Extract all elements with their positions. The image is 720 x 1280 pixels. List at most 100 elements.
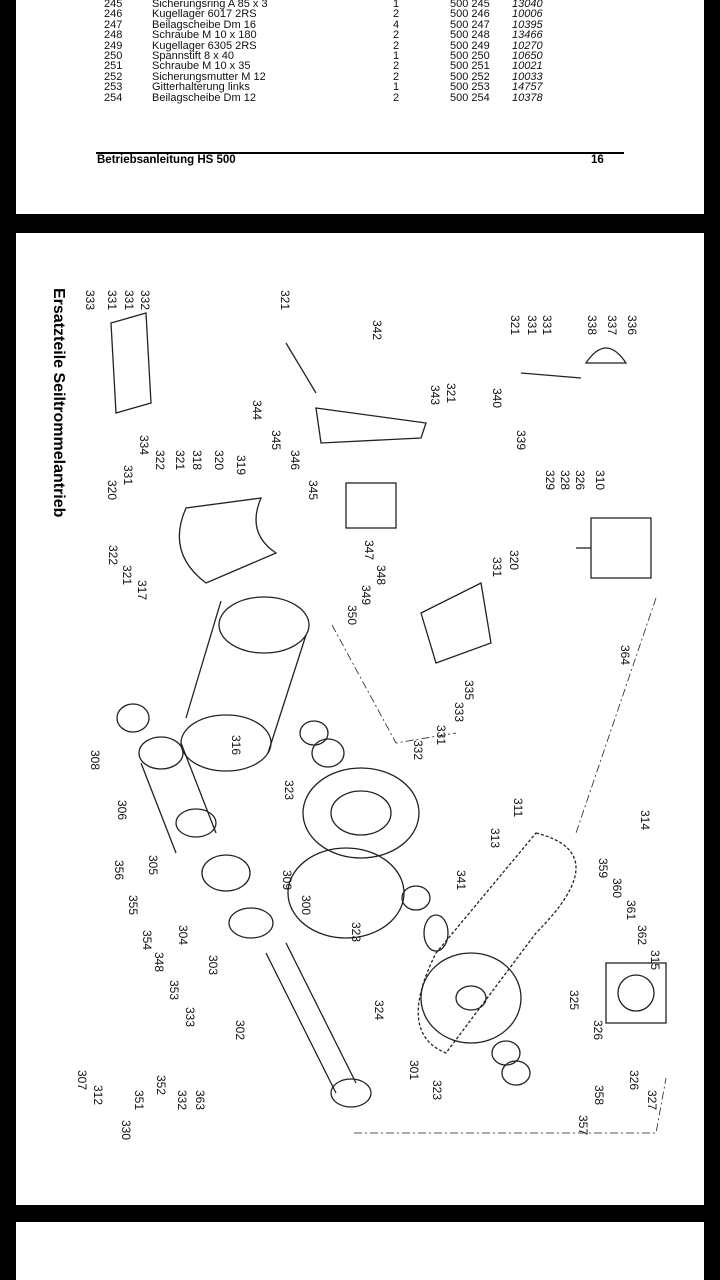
part-label: 331 — [122, 290, 136, 310]
cell-code: 13466 — [512, 29, 543, 42]
cell-qty: 2 — [393, 70, 400, 83]
footer-title: Betriebsanleitung HS 500 — [97, 154, 236, 166]
cell-code: 10006 — [512, 8, 543, 21]
cell-pos: 245 — [104, 0, 123, 10]
pdf-page-next — [16, 1222, 704, 1280]
part-label: 321 — [278, 290, 292, 310]
cell-code: 10650 — [512, 50, 543, 62]
part-label: 316 — [229, 735, 243, 755]
part-label: 345 — [306, 480, 320, 500]
part-label: 361 — [624, 900, 638, 920]
part-label: 310 — [593, 470, 607, 490]
part-label: 320 — [105, 480, 119, 500]
part-label: 339 — [514, 430, 528, 450]
part-label: 333 — [452, 702, 466, 722]
cell-name: Gitterhalterung links — [152, 81, 250, 94]
cell-qty: 1 — [393, 50, 400, 62]
cell-code: 10395 — [512, 18, 543, 31]
part-label: 346 — [288, 450, 302, 470]
part-label: 340 — [490, 388, 504, 408]
cell-pos: 251 — [104, 60, 123, 73]
cell-qty: 2 — [393, 91, 400, 104]
cell-art: 500 246 — [450, 8, 490, 21]
part-label: 338 — [585, 315, 599, 335]
part-label: 334 — [137, 435, 151, 455]
cell-qty: 4 — [393, 18, 400, 31]
cell-name: Schraube M 10 x 180 — [152, 29, 257, 42]
cell-qty: 1 — [393, 81, 400, 94]
part-label: 300 — [299, 895, 313, 915]
part-label: 327 — [645, 1090, 659, 1110]
part-label: 336 — [625, 315, 639, 335]
part-label: 303 — [206, 955, 220, 975]
part-label: 351 — [132, 1090, 146, 1110]
part-label: 347 — [362, 540, 376, 560]
page-title: Ersatzteile Seiltrommelantrieb — [50, 288, 67, 518]
part-label: 323 — [282, 780, 296, 800]
part-label: 349 — [359, 585, 373, 605]
part-label: 309 — [280, 870, 294, 890]
sprocket — [420, 952, 522, 1044]
part-label: 305 — [146, 855, 160, 875]
cell-art: 500 251 — [450, 60, 490, 73]
part-label: 319 — [234, 455, 248, 475]
part-label: 350 — [345, 605, 359, 625]
part-label: 321 — [120, 565, 134, 585]
cell-art: 500 245 — [450, 0, 490, 10]
cell-art: 500 249 — [450, 39, 490, 52]
part-label: 307 — [75, 1070, 89, 1090]
part-label: 344 — [250, 400, 264, 420]
cell-name: Beilagscheibe Dm 16 — [152, 18, 256, 31]
part-label: 335 — [462, 680, 476, 700]
page-number: 16 — [591, 154, 604, 166]
cell-name: Sicherungsring A 85 x 3 — [152, 0, 268, 10]
part-label: 331 — [121, 465, 135, 485]
cell-name: Schraube M 10 x 35 — [152, 60, 251, 73]
part-label: 363 — [193, 1090, 207, 1110]
cell-art: 500 250 — [450, 50, 490, 62]
part-label: 306 — [115, 800, 129, 820]
cell-qty: 2 — [393, 39, 400, 52]
part-label: 314 — [638, 810, 652, 830]
part-label: 312 — [91, 1085, 105, 1105]
part-label: 331 — [105, 290, 119, 310]
part-label: 352 — [154, 1075, 168, 1095]
part-label: 301 — [407, 1060, 421, 1080]
part-label: 321 — [508, 315, 522, 335]
part-label: 362 — [635, 925, 649, 945]
cell-qty: 2 — [393, 29, 400, 42]
cell-code: 10270 — [512, 39, 543, 52]
cell-code: 13040 — [512, 0, 543, 10]
part-label: 326 — [591, 1020, 605, 1040]
part-label: 326 — [573, 470, 587, 490]
part-label: 364 — [618, 645, 632, 665]
part-label: 329 — [543, 470, 557, 490]
part-label: 356 — [112, 860, 126, 880]
cell-name: Sicherungsmutter M 12 — [152, 70, 266, 83]
part-label: 320 — [507, 550, 521, 570]
part-label: 360 — [610, 878, 624, 898]
cell-qty: 2 — [393, 60, 400, 73]
part-label: 333 — [183, 1007, 197, 1027]
cell-name: Kugellager 6017 2RS — [152, 8, 257, 21]
cell-pos: 248 — [104, 29, 123, 42]
cell-art: 500 247 — [450, 18, 490, 31]
part-label: 331 — [525, 315, 539, 335]
part-label: 342 — [370, 320, 384, 340]
part-label: 302 — [233, 1020, 247, 1040]
part-label: 322 — [153, 450, 167, 470]
part-label: 320 — [212, 450, 226, 470]
part-label: 313 — [488, 828, 502, 848]
cage-ring — [218, 596, 310, 654]
part-label: 322 — [106, 545, 120, 565]
